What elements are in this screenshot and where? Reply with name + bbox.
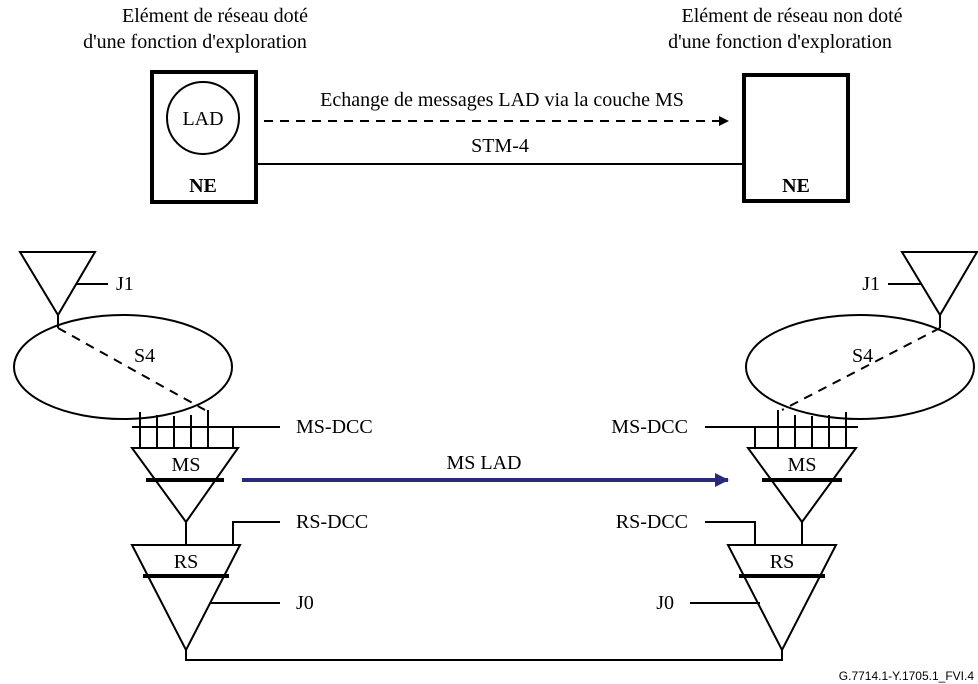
figure-id: G.7714.1-Y.1705.1_FVI.4 [839, 669, 975, 683]
left-rs-label: RS [174, 551, 198, 573]
right-ms-dcc-connector [705, 426, 756, 448]
right-j0-label: J0 [656, 592, 674, 614]
right-ms-dcc-label: MS-DCC [611, 416, 688, 438]
right-rs-triangle [726, 544, 838, 653]
right-rs-dcc-connector [705, 521, 756, 545]
right-ne-box [742, 73, 850, 203]
left-ne-box [150, 70, 258, 204]
stm4-label: STM-4 [471, 135, 529, 157]
right-ne-label: NE [782, 175, 810, 197]
right-ms-triangle [746, 447, 858, 524]
left-rs-dcc-connector [232, 521, 280, 545]
left-ms-label: MS [172, 454, 201, 476]
right-s4-dashed-path [781, 327, 941, 411]
left-ms-dcc-connector [232, 426, 280, 448]
left-ne-caption-line1: Elément de réseau doté [122, 5, 308, 27]
right-ms-label: MS [788, 454, 817, 476]
right-s4-label: S4 [852, 345, 873, 367]
left-ne-caption-line2: d'une fonction d'exploration [83, 31, 307, 53]
left-ms-dcc-label: MS-DCC [296, 416, 373, 438]
left-rs-triangle [130, 544, 242, 653]
right-ne-stack: J1 S4 MS-DCC MS RS-DCC RS J0 [611, 251, 978, 653]
message-exchange-label: Echange de messages LAD via la couche MS [320, 89, 684, 111]
left-ms-triangle [130, 447, 240, 524]
bottom-physical-link [185, 650, 783, 661]
left-j0-label: J0 [296, 592, 314, 614]
right-ne-caption-line2: d'une fonction d'exploration [668, 31, 892, 53]
left-s4-label: S4 [134, 345, 155, 367]
left-ne-stack: J1 S4 MS-DCC MS RS-DCC RS J0 [13, 251, 373, 653]
right-ne-caption-line1: Elément de réseau non doté [681, 5, 902, 27]
left-j1-label: J1 [116, 273, 134, 295]
left-s4-ellipse [13, 314, 233, 420]
lad-circle [166, 81, 240, 155]
left-s4-dashed-path [57, 327, 206, 411]
right-rs-dcc-label: RS-DCC [616, 511, 688, 533]
right-rs-label: RS [770, 551, 794, 573]
right-s4-ellipse [745, 314, 975, 420]
right-j1-label: J1 [862, 273, 880, 295]
lad-label: LAD [182, 108, 223, 130]
left-rs-dcc-label: RS-DCC [296, 511, 368, 533]
left-j1-triangle [18, 251, 97, 317]
ms-lad-label: MS LAD [446, 452, 521, 474]
left-ne-label: NE [189, 175, 217, 197]
